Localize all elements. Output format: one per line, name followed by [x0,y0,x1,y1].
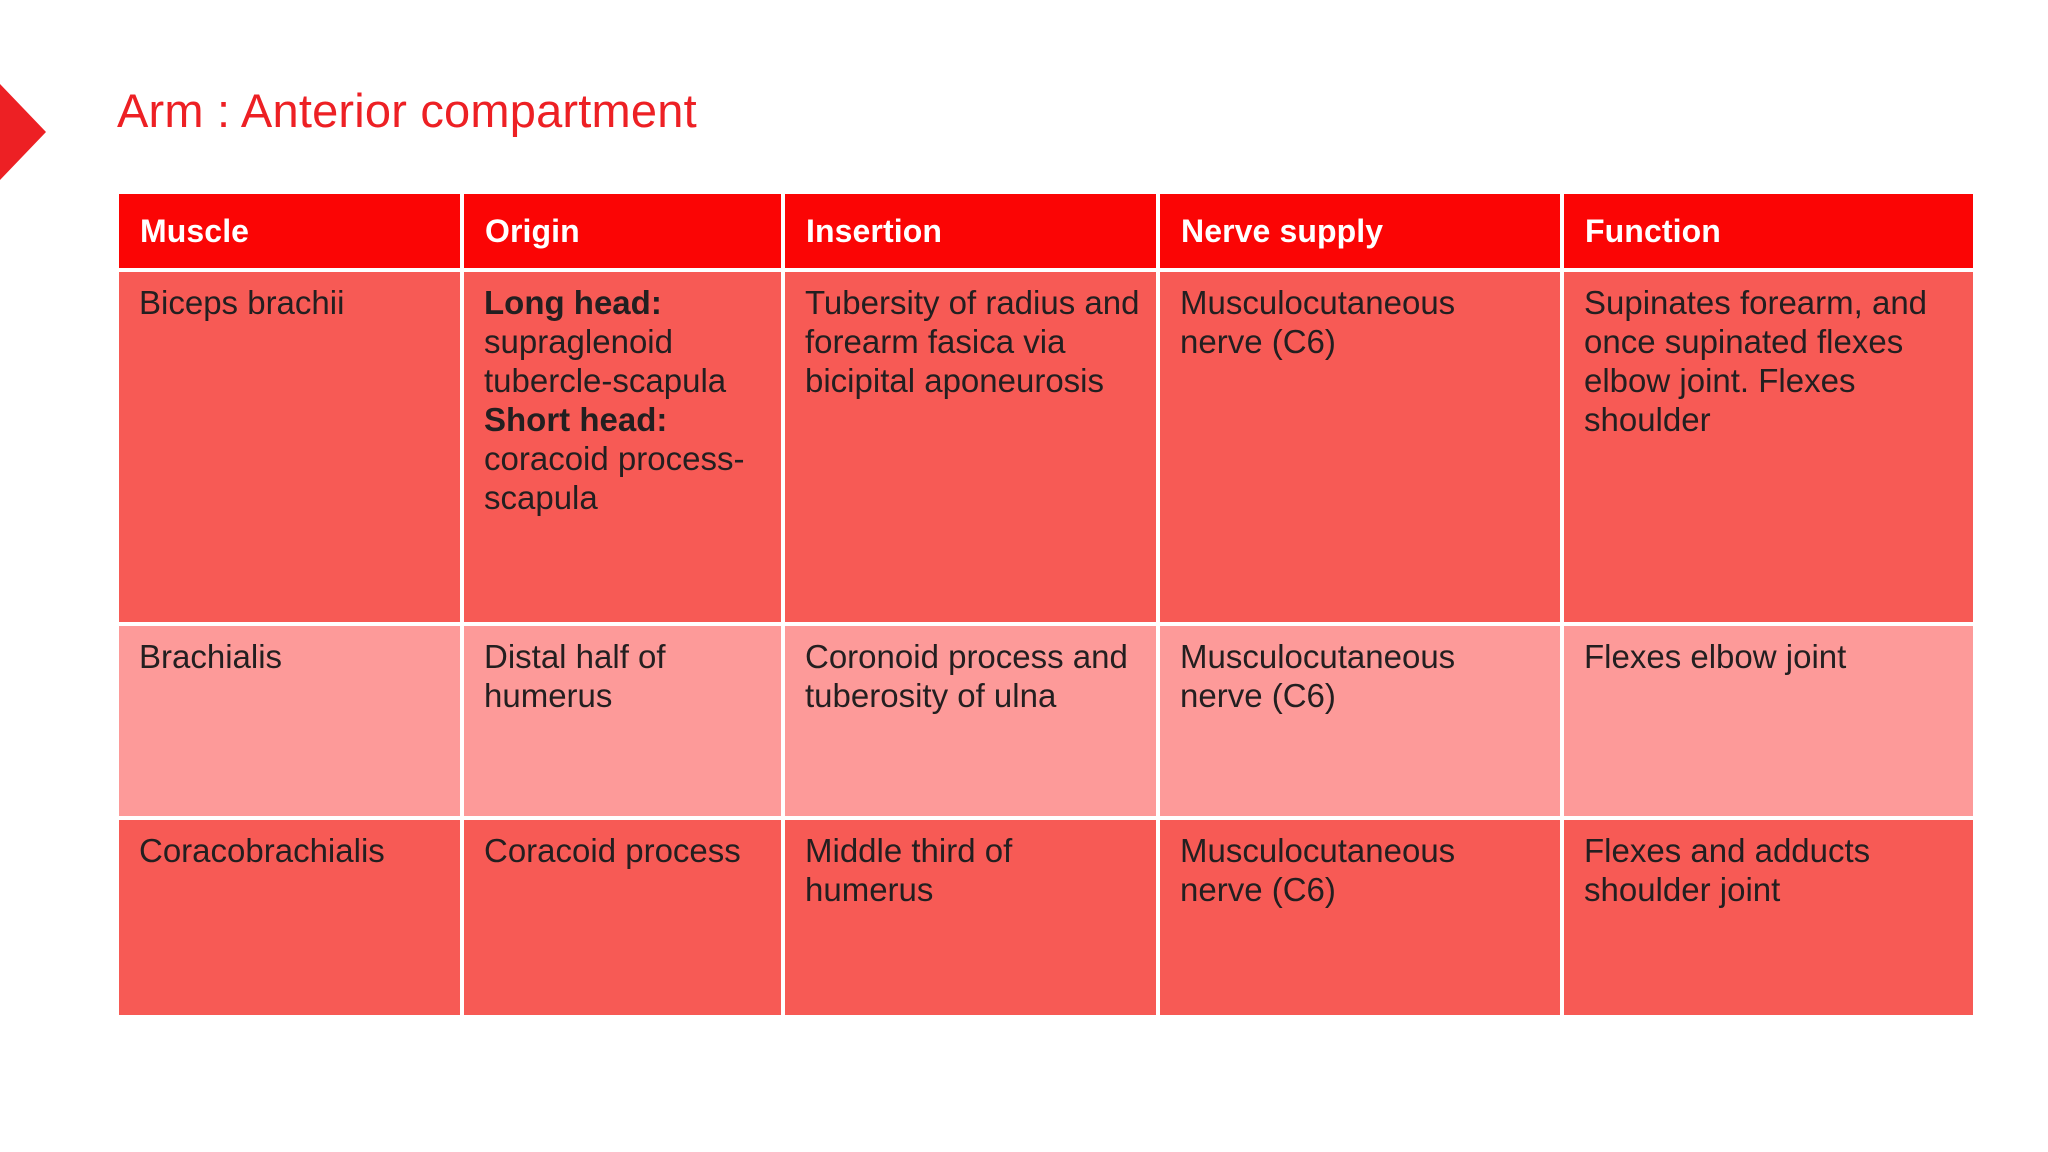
table-header-row: Muscle Origin Insertion Nerve supply Fun… [119,194,1973,268]
cell-insertion: Middle third of humerus [785,820,1156,1015]
cell-insertion: Coronoid process and tuberosity of ulna [785,626,1156,816]
origin-long-head-label: Long head: [484,284,662,321]
table-body: Biceps brachii Long head: supraglenoid t… [119,272,1973,1015]
origin-short-head-label: Short head: [484,400,668,438]
slide-title-row: Arm : Anterior compartment [0,78,2048,188]
cell-origin: Distal half of humerus [464,626,781,816]
origin-short-head-text: coracoid process-scapula [484,439,745,516]
column-header-insertion: Insertion [785,194,1156,268]
cell-nerve-supply: Musculocutaneous nerve (C6) [1160,820,1560,1015]
column-header-function: Function [1564,194,1973,268]
cell-function: Supinates forearm, and once supinated fl… [1564,272,1973,622]
cell-origin: Long head: supraglenoid tubercle-scapula… [464,272,781,622]
column-header-muscle: Muscle [119,194,460,268]
cell-muscle: Brachialis [119,626,460,816]
cell-function: Flexes elbow joint [1564,626,1973,816]
anatomy-table-container: Muscle Origin Insertion Nerve supply Fun… [119,194,1973,1015]
triangle-right-icon [0,78,48,186]
cell-origin: Coracoid process [464,820,781,1015]
table-row: Brachialis Distal half of humerus Corono… [119,626,1973,816]
table-row: Coracobrachialis Coracoid process Middle… [119,820,1973,1015]
cell-nerve-supply: Musculocutaneous nerve (C6) [1160,272,1560,622]
cell-function: Flexes and adducts shoulder joint [1564,820,1973,1015]
cell-insertion: Tubersity of radius and forearm fasica v… [785,272,1156,622]
anatomy-table: Muscle Origin Insertion Nerve supply Fun… [115,190,1977,1019]
origin-long-head-text: supraglenoid tubercle-scapula [484,322,727,399]
column-header-origin: Origin [464,194,781,268]
cell-muscle: Biceps brachii [119,272,460,622]
column-header-nerve-supply: Nerve supply [1160,194,1560,268]
cell-nerve-supply: Musculocutaneous nerve (C6) [1160,626,1560,816]
table-header: Muscle Origin Insertion Nerve supply Fun… [119,194,1973,268]
page-title: Arm : Anterior compartment [117,84,697,137]
table-row: Biceps brachii Long head: supraglenoid t… [119,272,1973,622]
cell-muscle: Coracobrachialis [119,820,460,1015]
